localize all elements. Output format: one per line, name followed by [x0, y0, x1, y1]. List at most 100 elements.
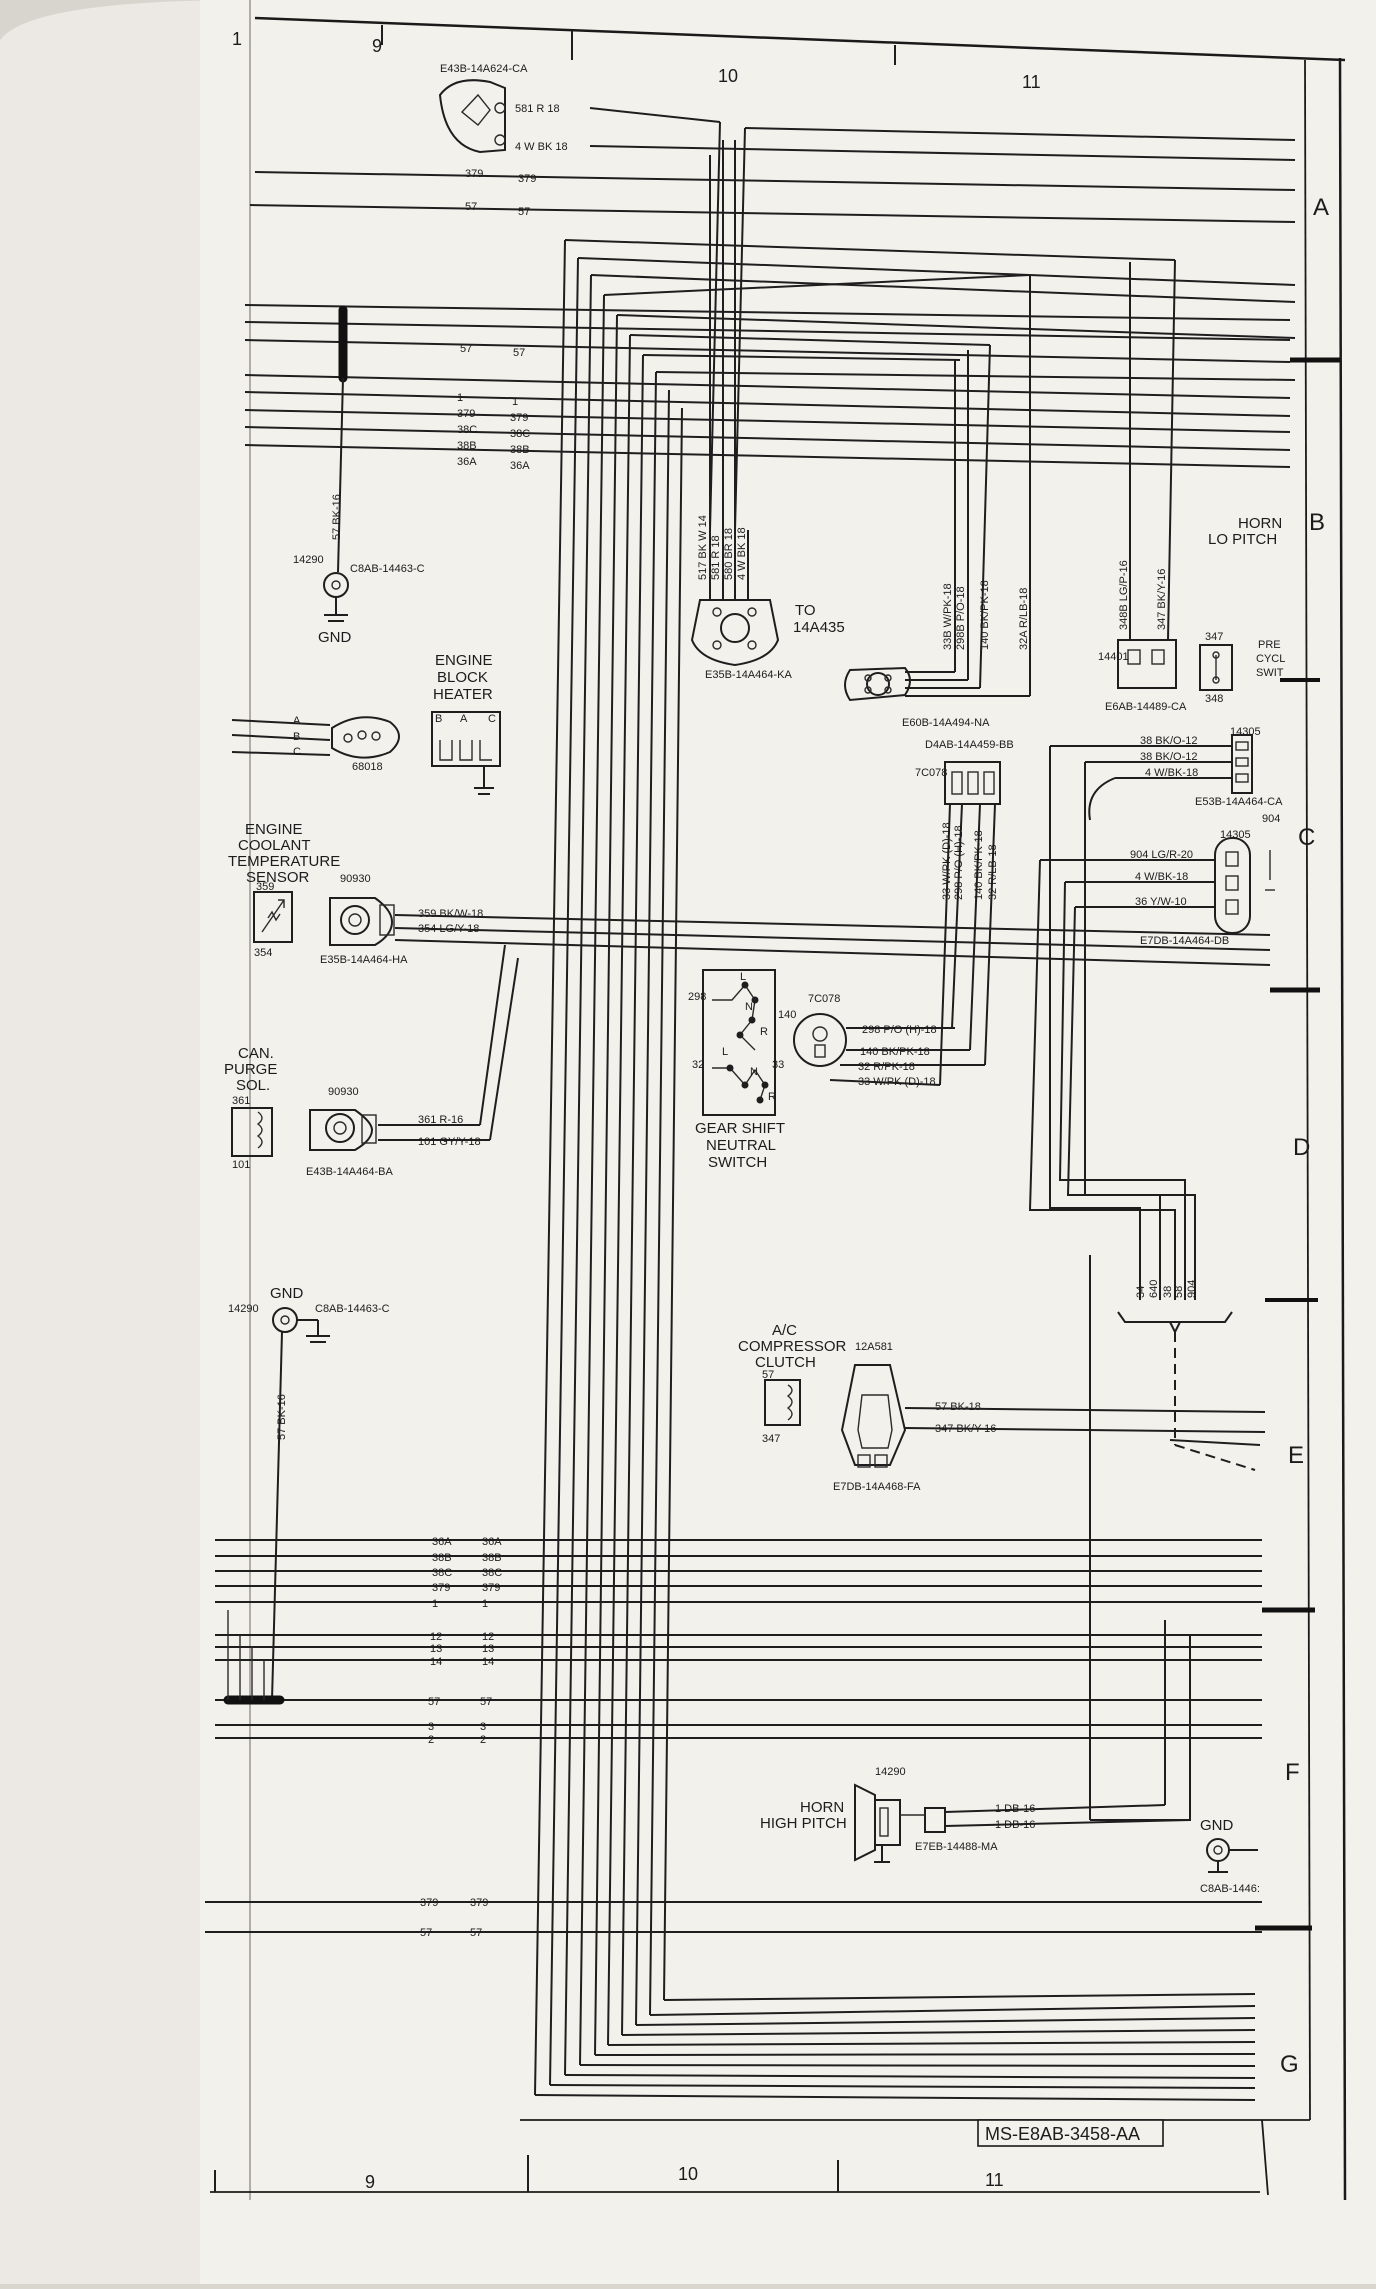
svg-text:SWITCH: SWITCH — [708, 1154, 767, 1171]
svg-text:R: R — [760, 1026, 768, 1038]
svg-text:13: 13 — [430, 1643, 442, 1655]
svg-text:L: L — [740, 971, 746, 983]
svg-text:E35B-14A464-KA: E35B-14A464-KA — [705, 669, 792, 681]
top-wire-bus: 379 379 57 57 57 57 1 1 379 379 38C 38C … — [244, 168, 1296, 472]
svg-text:38B: 38B — [482, 1552, 502, 1564]
svg-text:GND: GND — [1200, 1817, 1234, 1834]
svg-text:140: 140 — [778, 1009, 796, 1021]
svg-text:13: 13 — [482, 1643, 494, 1655]
ground-mid: GND 14290 C8AB-14463-C 57 BK-16 — [228, 1285, 390, 1701]
coolant-temp-sensor: ENGINE COOLANT TEMPERATURE SENSOR 359 35… — [228, 821, 1271, 966]
drawing-number: MS-E8AB-3458-AA — [985, 2124, 1140, 2144]
svg-text:1 DB-16: 1 DB-16 — [995, 1803, 1035, 1815]
svg-text:904 LG/R-20: 904 LG/R-20 — [1130, 849, 1193, 861]
svg-text:904: 904 — [1262, 813, 1280, 825]
zone-label-d: D — [1293, 1134, 1310, 1161]
svg-text:361: 361 — [232, 1095, 250, 1107]
svg-text:GND: GND — [318, 629, 352, 646]
top-connector: E43B-14A624-CA 581 R 18 4 W BK 18 — [438, 63, 1296, 531]
svg-text:33: 33 — [772, 1059, 784, 1071]
svg-text:E7DB-14A468-FA: E7DB-14A468-FA — [833, 1481, 921, 1493]
svg-text:347 BK/Y-16: 347 BK/Y-16 — [1156, 569, 1168, 630]
svg-text:E53B-14A464-CA: E53B-14A464-CA — [1195, 796, 1283, 808]
svg-text:32 R/PK-18: 32 R/PK-18 — [858, 1061, 915, 1073]
svg-text:SOL.: SOL. — [236, 1077, 270, 1094]
svg-text:12A581: 12A581 — [855, 1341, 893, 1353]
horn-lo-pitch: HORN LO PITCH 348B LG/P-16 347 BK/Y-16 1… — [1098, 259, 1282, 713]
svg-text:14305: 14305 — [1230, 726, 1261, 738]
to-14a435-connector: 517 BK W 14 581 R 18 580 BR 18 4 W BK 18… — [690, 140, 845, 681]
svg-text:LO PITCH: LO PITCH — [1208, 531, 1277, 548]
svg-text:32A R/LB-18: 32A R/LB-18 — [1018, 588, 1030, 650]
svg-text:379: 379 — [518, 173, 536, 185]
svg-text:TO: TO — [795, 602, 816, 619]
svg-text:33 W/PK (D)-18: 33 W/PK (D)-18 — [858, 1076, 936, 1088]
svg-text:32: 32 — [692, 1059, 704, 1071]
svg-text:E43B-14A464-BA: E43B-14A464-BA — [306, 1166, 393, 1178]
svg-text:C8AB-14463-C: C8AB-14463-C — [315, 1303, 390, 1315]
svg-text:1: 1 — [512, 396, 518, 408]
svg-text:36A: 36A — [457, 456, 477, 468]
svg-text:361 R-16: 361 R-16 — [418, 1114, 463, 1126]
svg-text:CLUTCH: CLUTCH — [755, 1354, 816, 1371]
svg-text:33B W/PK-18: 33B W/PK-18 — [942, 583, 954, 650]
svg-text:379: 379 — [470, 1897, 488, 1909]
svg-text:HEATER: HEATER — [433, 686, 493, 703]
svg-text:298: 298 — [688, 991, 706, 1003]
svg-text:36A: 36A — [432, 1536, 452, 1548]
svg-text:E7EB-14488-MA: E7EB-14488-MA — [915, 1841, 998, 1853]
svg-text:E60B-14A494-NA: E60B-14A494-NA — [902, 717, 990, 729]
svg-text:12: 12 — [430, 1631, 442, 1643]
svg-text:C8AB-1446:: C8AB-1446: — [1200, 1883, 1260, 1895]
svg-text:57: 57 — [465, 201, 477, 213]
svg-text:4 W BK 18: 4 W BK 18 — [736, 527, 748, 580]
svg-text:CYCL: CYCL — [1256, 653, 1285, 665]
svg-text:HORN: HORN — [1238, 515, 1282, 532]
svg-text:B: B — [435, 713, 442, 725]
column-label-top-11: 11 — [1022, 72, 1041, 92]
svg-text:298 P/O (H)-18: 298 P/O (H)-18 — [953, 825, 965, 900]
bottom-wire-bus: 36A 36A 38B 38B 38C 38C 379 379 1 1 12 1… — [205, 1536, 1262, 1939]
bundle-group: 34 640 38 58 904 — [1089, 1255, 1256, 1820]
svg-text:36 Y/W-10: 36 Y/W-10 — [1135, 896, 1187, 908]
gear-shift-neutral-switch: 298 32 140 33 L R N L R N GEAR SHIFT NEU… — [688, 969, 985, 1171]
svg-text:354 LG/Y-18: 354 LG/Y-18 — [418, 923, 479, 935]
zone-label-e: E — [1288, 1442, 1304, 1469]
svg-text:14290: 14290 — [875, 1766, 906, 1778]
svg-text:NEUTRAL: NEUTRAL — [706, 1137, 776, 1154]
svg-text:N: N — [745, 1001, 753, 1013]
svg-text:38C: 38C — [432, 1567, 452, 1579]
svg-text:A: A — [460, 713, 468, 725]
zone-label-c: C — [1298, 824, 1315, 851]
column-label-bottom-11: 11 — [985, 2170, 1004, 2190]
ac-compressor-clutch: A/C COMPRESSOR CLUTCH 57 347 12A581 E7DB… — [738, 1322, 1266, 1493]
svg-text:A/C: A/C — [772, 1322, 797, 1339]
svg-text:4 W/BK-18: 4 W/BK-18 — [1145, 767, 1198, 779]
svg-text:C8AB-14463-C: C8AB-14463-C — [350, 563, 425, 575]
svg-text:14401: 14401 — [1098, 651, 1129, 663]
svg-text:347: 347 — [762, 1433, 780, 1445]
svg-text:379: 379 — [510, 412, 528, 424]
svg-text:38 BK/O-12: 38 BK/O-12 — [1140, 735, 1197, 747]
svg-text:A: A — [293, 715, 301, 727]
left-page — [0, 0, 250, 2284]
svg-text:E7DB-14A464-DB: E7DB-14A464-DB — [1140, 935, 1229, 947]
svg-text:SENSOR: SENSOR — [246, 869, 310, 886]
svg-text:58: 58 — [1173, 1286, 1185, 1298]
svg-text:2: 2 — [480, 1734, 486, 1746]
connector-14305-b: 904 14305 E7DB-14A464-DB 904 LG/R-20 4 W… — [1028, 813, 1280, 1260]
svg-text:TEMPERATURE: TEMPERATURE — [228, 853, 340, 870]
svg-text:N: N — [750, 1066, 758, 1078]
svg-text:359 BK/W-18: 359 BK/W-18 — [418, 908, 483, 920]
svg-text:D4AB-14A459-BB: D4AB-14A459-BB — [925, 739, 1014, 751]
svg-text:354: 354 — [254, 947, 272, 959]
zone-label-g: G — [1280, 2051, 1299, 2078]
svg-text:C: C — [293, 746, 301, 758]
svg-text:359: 359 — [256, 881, 274, 893]
zone-label-f: F — [1285, 1759, 1300, 1786]
column-label-top-9: 9 — [372, 36, 382, 56]
svg-text:68018: 68018 — [352, 761, 383, 773]
svg-text:140 BK/PK-18: 140 BK/PK-18 — [979, 580, 991, 650]
